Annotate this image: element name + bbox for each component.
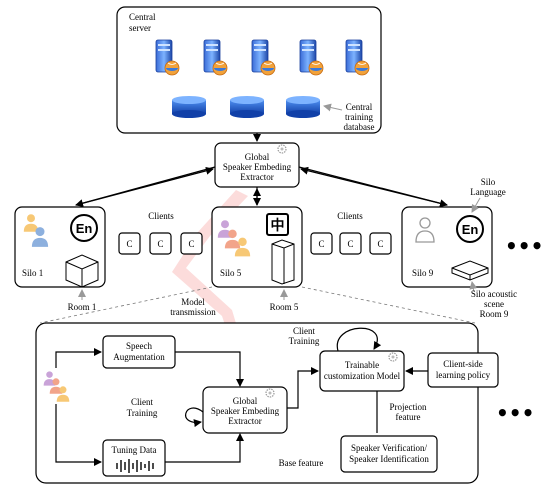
client-training-top-2: Training xyxy=(289,336,320,346)
svg-text:C: C xyxy=(318,239,324,249)
room-tower-icon xyxy=(271,239,295,285)
room5-label: Room 5 xyxy=(270,302,299,312)
learning-policy-box xyxy=(427,352,499,388)
database-icon xyxy=(230,96,264,118)
client-training-left-2: Training xyxy=(127,408,158,418)
speech-augmentation-1: Speech xyxy=(126,341,152,351)
extractor-to-trainable-arrow xyxy=(287,367,319,409)
to-augmentation-arrow xyxy=(55,348,102,368)
trainable-model-box xyxy=(319,350,405,392)
gear-icon xyxy=(388,352,398,362)
global-extractor-detail-2: Speaker Embeding xyxy=(211,406,280,416)
silo-acoustic-1: Silo acoustic xyxy=(471,289,517,299)
silo1-to-extractor-arrow xyxy=(75,166,214,206)
projection-feature-2: feature xyxy=(396,412,421,422)
more-detail-ellipsis: ••• xyxy=(496,401,534,425)
tuning-data-label: Tuning Data xyxy=(112,445,157,455)
db-label-2: training xyxy=(345,112,373,122)
client-node: C xyxy=(180,232,203,255)
clients-left-label: Clients xyxy=(148,211,174,221)
silo9-to-extractor-arrow xyxy=(300,166,448,206)
clients-right-label: Clients xyxy=(337,211,363,221)
silo5-name: Silo 5 xyxy=(220,268,242,278)
client-node: C xyxy=(310,232,333,255)
global-extractor-top-2: Speaker Embeding xyxy=(223,162,292,172)
client-node: C xyxy=(369,232,392,255)
room9-label: Room 9 xyxy=(480,309,509,319)
waveform-icon xyxy=(116,459,154,473)
silo9-name: Silo 9 xyxy=(412,268,434,278)
augmentation-to-extractor-arrow xyxy=(175,351,244,387)
speech-augmentation-2: Augmentation xyxy=(113,352,165,362)
tuning-to-extractor-arrow xyxy=(165,433,244,463)
silo-acoustic-pointer xyxy=(469,281,478,293)
client-node: C xyxy=(149,232,172,255)
svg-text:C: C xyxy=(188,239,194,249)
trainable-model-2: customization Model xyxy=(324,371,401,381)
client-training-loop-top xyxy=(336,327,382,352)
language-badge: 中 xyxy=(266,213,289,236)
transmission-band xyxy=(172,190,248,352)
central-server-label-2: server xyxy=(129,23,151,33)
db-pointer xyxy=(323,103,343,112)
speaker-verification-box xyxy=(340,435,438,473)
learning-policy-1: Client-side xyxy=(443,359,483,369)
silo1-name: Silo 1 xyxy=(22,268,43,278)
global-extractor-top-3: Extractor xyxy=(240,172,273,182)
svg-text:C: C xyxy=(377,239,383,249)
svg-text:En: En xyxy=(462,222,479,237)
global-extractor-top-1: Global xyxy=(245,152,270,162)
global-extractor-detail-3: Extractor xyxy=(228,416,261,426)
language-badge: En xyxy=(70,214,98,242)
gear-icon xyxy=(265,388,275,398)
svg-text:C: C xyxy=(157,239,163,249)
zoom-line-right xyxy=(301,286,476,324)
database-icon xyxy=(172,96,206,118)
db-label-3: database xyxy=(344,122,375,132)
db-label-1: Central xyxy=(346,102,373,112)
room1-label: Room 1 xyxy=(68,302,97,312)
global-extractor-detail-1: Global xyxy=(233,396,258,406)
client-node: C xyxy=(118,232,141,255)
more-silos-ellipsis: ••• xyxy=(505,234,543,258)
speaker-verification-2: Speaker Identification xyxy=(349,454,429,464)
client-training-loop-left xyxy=(185,407,204,428)
learning-policy-2: learning policy xyxy=(436,370,491,380)
projection-feature-1: Projection xyxy=(390,402,427,412)
svg-text:En: En xyxy=(76,221,93,236)
silo-language-2: Language xyxy=(470,187,505,197)
language-badge: En xyxy=(456,215,484,243)
silo-language-1: Silo xyxy=(481,177,496,187)
zoom-line-left xyxy=(39,286,213,324)
to-tuning-data-arrow xyxy=(55,404,102,466)
base-feature-label: Base feature xyxy=(279,458,324,468)
silo-language-pointer xyxy=(471,197,481,213)
silo-acoustic-2: scene xyxy=(484,299,504,309)
svg-text:C: C xyxy=(347,239,353,249)
svg-text:中: 中 xyxy=(271,217,285,234)
svg-text:C: C xyxy=(126,239,132,249)
person-outline-icon xyxy=(415,217,435,243)
trainable-model-1: Trainable xyxy=(345,360,379,370)
model-transmission-2: transmission xyxy=(170,307,216,317)
client-training-top-1: Client xyxy=(293,326,315,336)
room-cube-icon xyxy=(65,254,99,288)
client-node: C xyxy=(339,232,362,255)
client-training-left-1: Client xyxy=(131,397,153,407)
gear-icon xyxy=(277,144,287,154)
database-icon xyxy=(286,96,320,118)
central-server-label-1: Central xyxy=(129,12,156,22)
model-transmission-1: Model xyxy=(181,297,205,307)
global-extractor-detail-box xyxy=(202,386,288,434)
speaker-verification-1: Speaker Verification/ xyxy=(351,443,428,453)
room-flat-icon xyxy=(451,260,489,281)
